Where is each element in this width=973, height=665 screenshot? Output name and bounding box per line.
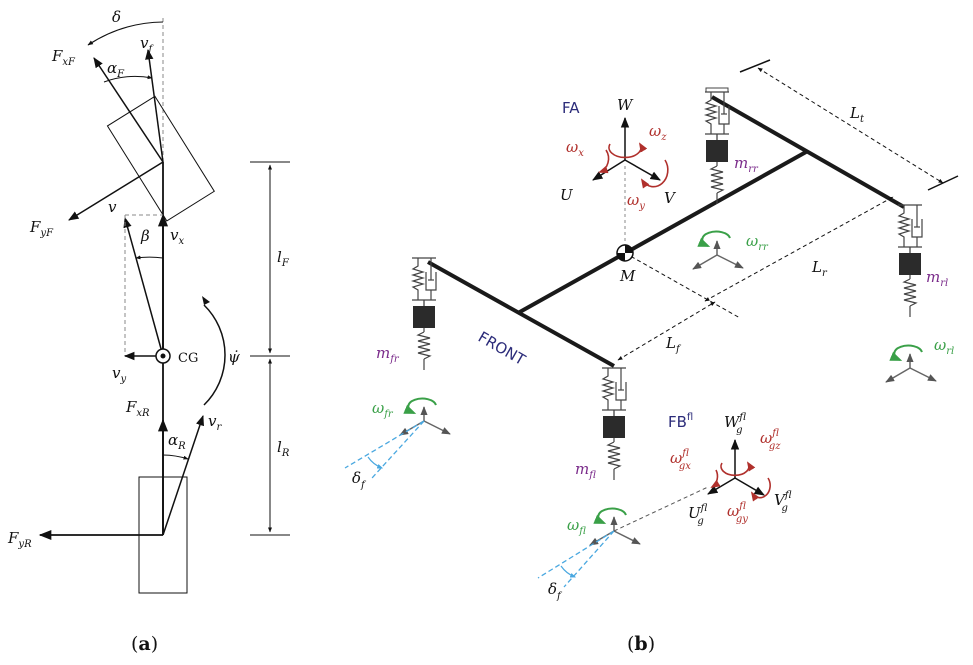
caption-b: (b)	[627, 633, 655, 655]
front-wheel	[106, 95, 215, 222]
v-arrow	[123, 216, 164, 357]
m-rl-label: mrl	[926, 268, 948, 289]
m-rr-label: mrr	[734, 154, 759, 175]
body-frame-axes	[592, 116, 669, 189]
panel-a: δ	[7, 8, 290, 655]
omega-rr-arc	[697, 230, 731, 247]
vf-label: vf	[140, 34, 154, 55]
lF-label: lF	[277, 248, 290, 269]
vx-label: vx	[170, 226, 184, 247]
Lt-label: Lt	[849, 104, 865, 125]
alphaF-arc	[103, 75, 153, 83]
delta-arc	[87, 21, 164, 46]
lR-label: lR	[277, 438, 290, 459]
Lr-label: Lr	[811, 258, 828, 279]
beta-label: β	[140, 227, 150, 245]
Lf-dimension	[617, 301, 716, 361]
FA-label: FA	[562, 99, 580, 117]
omega-fl-label: ωfl	[567, 516, 586, 537]
ground-axes-rl	[886, 354, 936, 382]
checkered-circle-icon	[616, 244, 634, 262]
m-fr-label: mfr	[376, 344, 400, 365]
alphaR-arc	[162, 454, 189, 460]
suspension-fl	[601, 367, 627, 481]
ground-body-frame-axes	[707, 438, 771, 502]
FyF-arrow	[68, 161, 164, 221]
FxF-label: FxF	[51, 47, 76, 68]
Lt-dimension	[757, 67, 944, 184]
omega-x-label: ωx	[566, 138, 584, 159]
suspension-fr	[411, 257, 437, 371]
suspension-rr	[704, 91, 730, 205]
omega-fr-label: ωfr	[372, 399, 394, 420]
Lr-dimension	[704, 196, 894, 302]
FB-label: FBfl	[668, 412, 693, 431]
vf-arrow	[145, 48, 164, 163]
v-label: v	[108, 198, 117, 216]
omega-rl-arc	[889, 344, 923, 361]
CG-label: CG	[178, 351, 198, 366]
FxR-label: FxR	[125, 398, 150, 419]
vr-arrow	[162, 415, 204, 536]
vr-label: vr	[208, 412, 222, 433]
caption-a: (a)	[131, 633, 158, 655]
omega-rr-label: ωrr	[746, 232, 769, 253]
M-label: M	[619, 267, 636, 285]
delta-f-arc-fr	[367, 456, 384, 469]
vy-label: vy	[112, 364, 126, 385]
FyR-label: FyR	[7, 529, 32, 550]
Lf-label: Lf	[665, 334, 682, 355]
alphaF-label: αF	[107, 59, 125, 80]
delta-f-arc-fl	[560, 565, 577, 578]
ground-axes-rr	[693, 241, 743, 269]
front-axle	[427, 260, 615, 368]
yaw-arc	[203, 304, 226, 406]
omega-rl-label: ωrl	[934, 336, 954, 357]
V-label: V	[664, 189, 677, 207]
m-fl-label: mfl	[575, 460, 596, 481]
delta-label: δ	[112, 8, 121, 26]
delta-f-label-fl: δf	[548, 580, 563, 602]
W-label: W	[617, 96, 634, 114]
omega-fl-arc	[593, 507, 627, 524]
beta-arc	[135, 255, 164, 260]
psi-dot-label: ψ̇	[228, 348, 240, 366]
omega-y-label: ωy	[627, 191, 645, 212]
omega-fr-arc	[403, 397, 437, 414]
FxF-arrow	[93, 57, 164, 163]
delta-f-label-fr: δf	[352, 469, 367, 491]
U-label: U	[560, 186, 574, 204]
FRONT-label: FRONT	[475, 328, 529, 370]
alphaR-label: αR	[168, 431, 186, 452]
suspension-rl	[897, 204, 923, 318]
FyF-label: FyF	[29, 218, 54, 239]
omega-z-label: ωz	[649, 122, 667, 143]
center-spine	[517, 150, 807, 315]
panel-b: FA W U V ωx ωz ωy M Lt Lr Lf FRONT mrr m…	[344, 59, 959, 655]
